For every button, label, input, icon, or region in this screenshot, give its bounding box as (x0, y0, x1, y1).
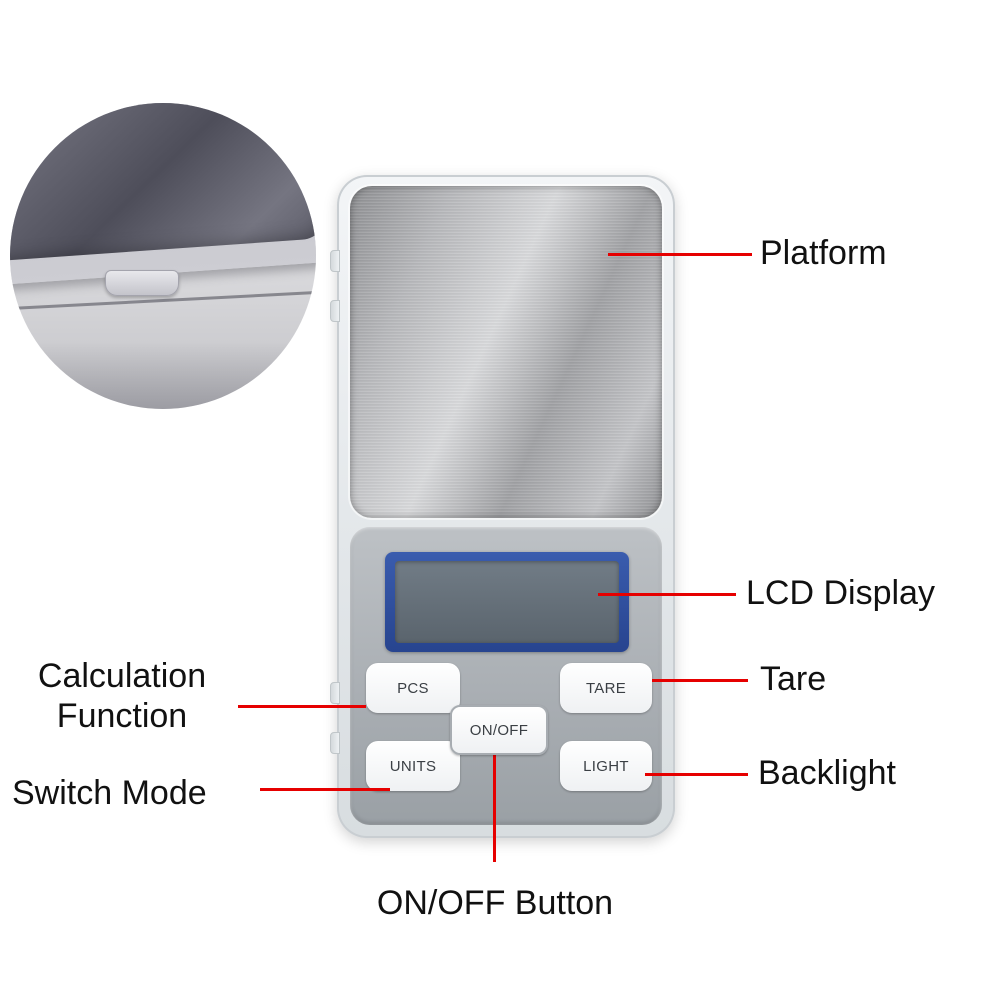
switch-mode-callout-line (260, 788, 390, 791)
inset-plastic-tab (104, 269, 179, 296)
calculation-function-label: Calculation Function (10, 656, 234, 736)
lcd-callout-line (598, 593, 736, 596)
on-off-button: ON/OFF (450, 705, 548, 755)
pocket-scale-device: PCS TARE ON/OFF UNITS LIGHT (330, 175, 675, 838)
side-tab (330, 300, 340, 322)
inset-tray-frame (10, 103, 316, 288)
calculation-function-label-line2: Function (56, 697, 188, 735)
calculation-function-label-line1: Calculation (37, 657, 207, 695)
platform-label: Platform (760, 234, 887, 272)
side-tab (330, 732, 340, 754)
on-off-button-label: ON/OFF Button (376, 884, 614, 922)
weighing-platform (350, 186, 662, 518)
units-button: UNITS (366, 741, 460, 791)
backlight-label: Backlight (758, 754, 896, 792)
lcd-display-label: LCD Display (746, 574, 935, 612)
pcs-button: PCS (366, 663, 460, 713)
side-tab (330, 682, 340, 704)
tare-callout-line (652, 679, 748, 682)
light-button: LIGHT (560, 741, 652, 791)
tare-label: Tare (760, 660, 827, 698)
on-off-callout-line (493, 750, 496, 862)
backlight-callout-line (645, 773, 748, 776)
tare-button: TARE (560, 663, 652, 713)
inset-shadow (10, 341, 316, 409)
switch-mode-label: Switch Mode (12, 774, 207, 812)
inset-platform-surface (10, 103, 316, 264)
lcd-display-frame (385, 552, 629, 652)
lcd-display-screen (395, 561, 619, 643)
platform-closeup-inset (10, 103, 316, 409)
calculation-callout-line (238, 705, 366, 708)
side-tab (330, 250, 340, 272)
control-panel: PCS TARE ON/OFF UNITS LIGHT (350, 527, 662, 825)
platform-callout-line (608, 253, 752, 256)
